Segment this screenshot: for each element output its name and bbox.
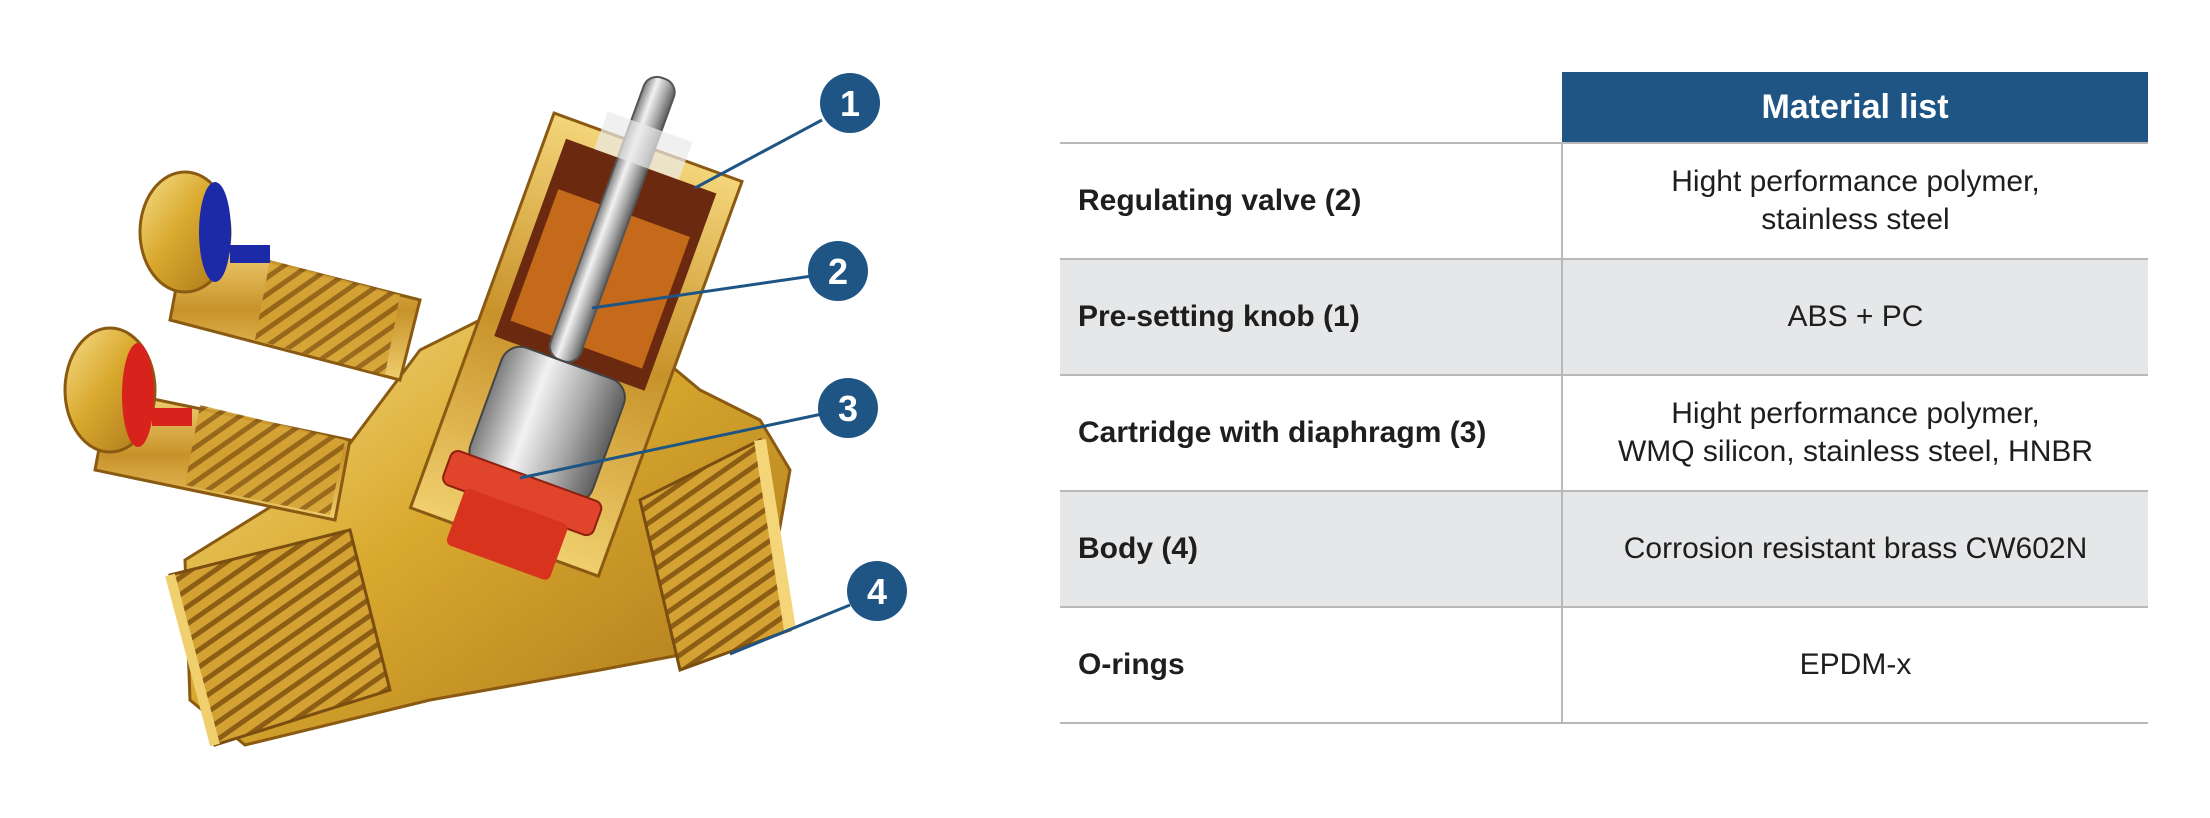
material-list-table: Material list Regulating valve (2) Hight… <box>1060 72 2148 724</box>
table-header-title: Material list <box>1562 72 2148 144</box>
part-material: ABS + PC <box>1562 259 2148 376</box>
callout-1: 1 <box>820 73 880 133</box>
part-material: EPDM-x <box>1562 607 2148 724</box>
material-line: Corrosion resistant brass CW602N <box>1623 532 2088 565</box>
callout-3: 3 <box>818 378 878 438</box>
table-row: Pre-setting knob (1) ABS + PC <box>1060 259 2148 376</box>
part-material: Corrosion resistant brass CW602N <box>1562 491 2148 608</box>
callout-4: 4 <box>847 561 907 621</box>
blue-test-port <box>138 170 422 382</box>
callout-leaders <box>519 118 851 656</box>
material-line: Hight performance polymer, <box>1671 165 2040 198</box>
valve-cutaway-illustration: 1 2 3 4 <box>63 73 907 747</box>
table-row: Cartridge with diaphragm (3) Hight perfo… <box>1060 375 2148 492</box>
table-row: O-rings EPDM-x <box>1060 607 2148 724</box>
material-line: Hight performance polymer, <box>1671 397 2040 430</box>
red-test-port <box>63 326 352 522</box>
bonnet-cutaway <box>408 75 744 580</box>
table-header-row: Material list <box>1060 72 2148 144</box>
part-material: Hight performance polymer, stainless ste… <box>1562 143 2148 260</box>
svg-text:4: 4 <box>867 571 887 612</box>
material-line: EPDM-x <box>1799 648 1912 681</box>
part-material: Hight performance polymer, WMQ silicon, … <box>1562 375 2148 492</box>
part-name: Cartridge with diaphragm (3) <box>1060 375 1563 492</box>
svg-text:3: 3 <box>838 388 858 429</box>
part-name: O-rings <box>1060 607 1563 724</box>
table-row: Body (4) Corrosion resistant brass CW602… <box>1060 491 2148 608</box>
part-name: Body (4) <box>1060 491 1563 608</box>
material-line: ABS + PC <box>1787 300 1924 333</box>
part-name: Pre-setting knob (1) <box>1060 259 1563 376</box>
callout-2: 2 <box>808 241 868 301</box>
svg-text:2: 2 <box>828 251 848 292</box>
svg-text:1: 1 <box>840 83 860 124</box>
table-header-blank <box>1060 72 1562 144</box>
material-line: stainless steel <box>1761 203 1950 236</box>
material-line: WMQ silicon, stainless steel, HNBR <box>1617 435 2094 468</box>
part-name: Regulating valve (2) <box>1060 143 1563 260</box>
table-row: Regulating valve (2) Hight performance p… <box>1060 143 2148 260</box>
